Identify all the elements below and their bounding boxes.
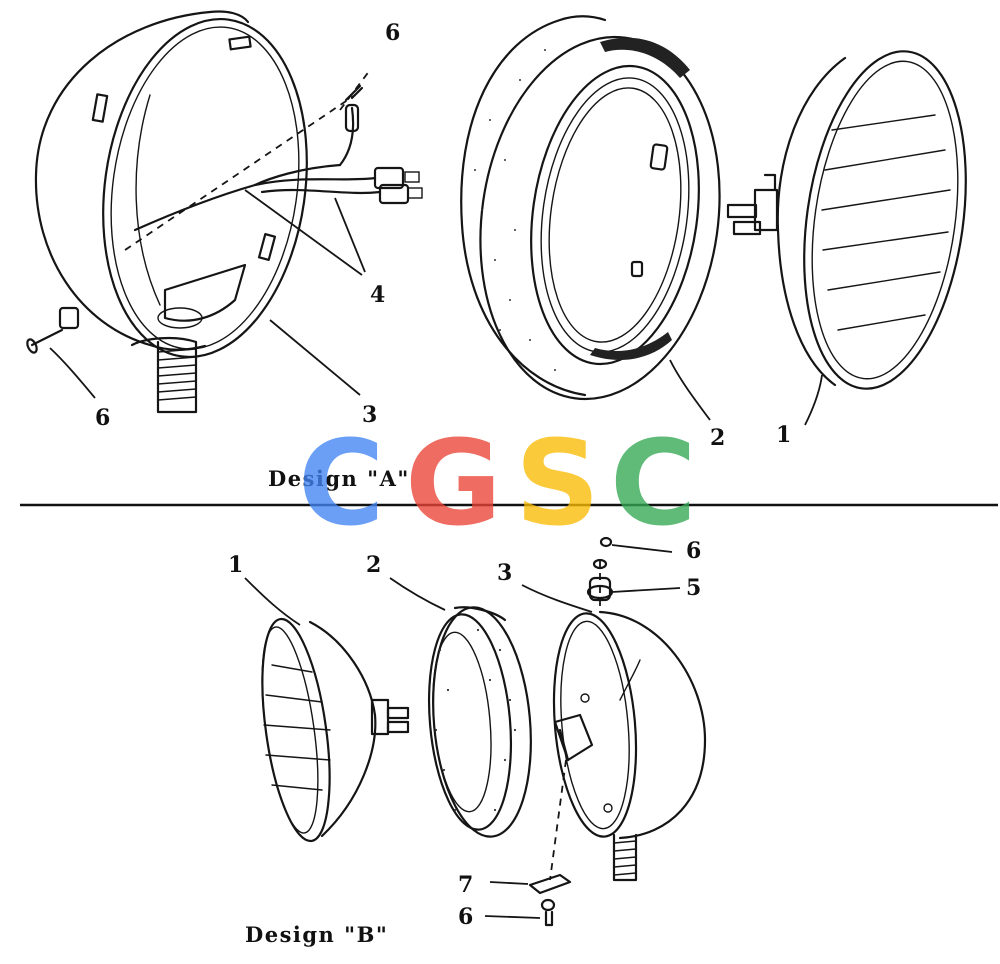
design-a-screw-side: [26, 328, 64, 354]
watermark-letter-c1: C: [298, 414, 385, 552]
callout-a-3: 3: [362, 402, 377, 428]
design-a-callouts: 1 2 3 4 4 6 6: [95, 20, 791, 451]
callout-b-3: 3: [497, 560, 512, 586]
watermark-letter-s: S: [515, 414, 600, 552]
callout-b-6-bottom: 6: [458, 904, 473, 930]
callout-b-2: 2: [366, 552, 381, 578]
design-a-leaders: [49, 189, 823, 426]
design-b-ring: [427, 606, 532, 838]
design-b-illustration: 1 2 3 5 6 6 7: [228, 536, 707, 930]
design-a-caption: Design "A": [268, 466, 410, 491]
watermark-letter-c2: C: [610, 414, 697, 552]
callout-b-7: 7: [458, 872, 473, 898]
callout-a-4: 4: [370, 282, 385, 308]
callout-a-1: 1: [776, 422, 791, 448]
design-a-sealed-beam: [726, 50, 967, 390]
callout-a-2: 2: [710, 425, 725, 451]
design-a-screw-top: [344, 84, 364, 102]
design-b-sealed-beam: [261, 617, 410, 843]
watermark-letter-g: G: [405, 414, 502, 552]
design-b-housing: [549, 536, 707, 882]
design-b-screw: [540, 898, 556, 927]
callout-a-6-side: 6: [95, 405, 110, 431]
watermark-cgsc: C G S C: [298, 414, 697, 552]
design-b-clip: [528, 873, 572, 895]
design-b-callouts: 1 2 3 5 6 6 7: [228, 538, 701, 930]
design-a-housing: [34, 10, 308, 414]
design-b-leaders: [244, 544, 681, 919]
callout-b-5: 5: [686, 575, 701, 601]
callout-b-6-top: 6: [686, 538, 701, 564]
design-a-ring: [460, 15, 721, 401]
callout-a-6-top: 6: [385, 20, 400, 46]
design-b-caption: Design "B": [245, 922, 388, 947]
design-a-wiring: [124, 69, 423, 251]
callout-b-1: 1: [228, 552, 243, 578]
design-a-illustration: 1 2 3 4 4 6 6: [26, 10, 967, 451]
